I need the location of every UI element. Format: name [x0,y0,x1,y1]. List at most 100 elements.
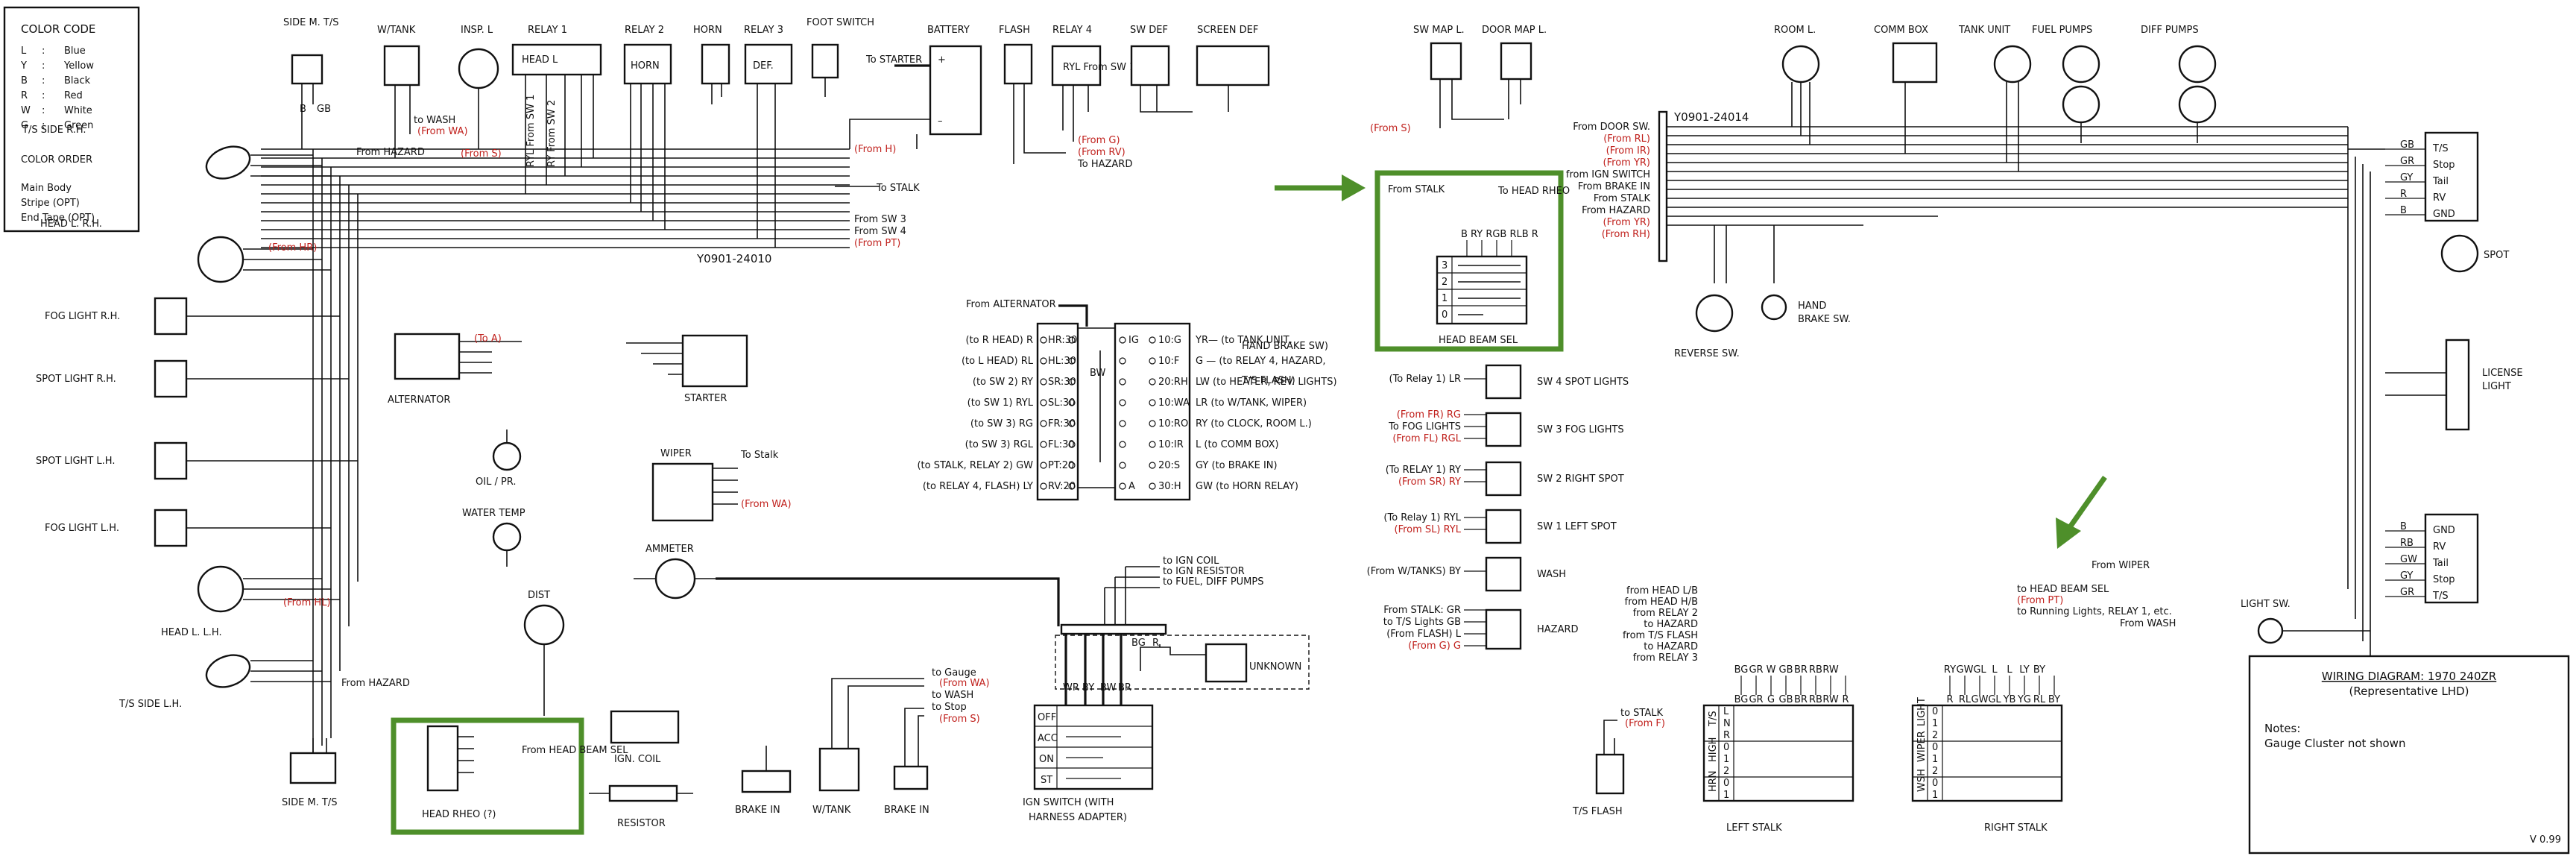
switch-input-label: (From SL) RYL [1395,524,1462,535]
right-feed-label: (From IR) [1606,145,1650,157]
switch-input-label: From STALK: GR [1383,605,1461,616]
stalk-col-label: G [1767,694,1775,705]
hbs-row: 3 [1442,260,1448,271]
harness-id: Y0901-24010 [696,252,771,265]
stalk-col-label: RL [1959,694,1972,705]
fuse-right-desc: GW (to HORN RELAY) [1196,481,1298,492]
switch-box [1485,608,1522,650]
battery-label: BATTERY [927,25,970,36]
resistor-box [608,784,678,802]
switch-input-label: (To Relay 1) RYL [1383,512,1461,523]
door-map-label: DOOR MAP L. [1482,25,1547,36]
spot-rh-label: SPOT LIGHT R.H. [36,374,116,385]
wtank-label-2: W/TANK [812,805,851,816]
stalk-col-label: RB [1809,694,1822,705]
from-hl-text: (From HL) [283,597,331,608]
stalk-row-label: 0 [1723,778,1729,789]
right-feed-label: From DOOR SW. [1573,122,1650,133]
legend-sep: : [42,90,45,101]
stalk-top-wire: BR [1794,664,1808,676]
side-marker-label: SIDE M. T/S [283,17,339,28]
stalk-grid [1702,704,1854,802]
stalk-col-label: RL [2033,694,2046,705]
water-temp-label: WATER TEMP [462,508,525,519]
wtank-box-2 [818,747,860,792]
stalk-col-label: GR [1749,694,1763,705]
head-l-lh-label: HEAD L. L.H. [161,627,222,638]
legend-color-name: Blue [64,45,86,57]
diff-pump [2178,45,2217,84]
relay2-inner-label: HORN [631,60,660,72]
spot-label: SPOT [2484,250,2509,261]
legend-code: L [21,45,27,57]
fuse-left-term: SL:30 [1048,397,1075,409]
fuse-terminal [1149,482,1156,490]
rear-pin-wire: GY [2400,570,2413,582]
rear-pin-label: RV [2433,541,2446,553]
flash-label: FLASH [999,25,1030,36]
wtank-label: W/TANK [377,25,416,36]
relay1-wire-note: RY From SW 2 [546,100,558,167]
relay2-box [623,43,672,85]
switch-label: SW 4 SPOT LIGHTS [1537,377,1629,388]
fuse-right-desc: L (to COMM BOX) [1196,439,1279,450]
ammeter-label: AMMETER [645,544,694,555]
right-feed-label: (From RH) [1602,229,1650,240]
diff-pumps-label: DIFF PUMPS [2141,25,2199,36]
wire-code: B [300,104,306,115]
sw-map-label: SW MAP L. [1413,25,1465,36]
fuse-terminal [1068,462,1076,469]
stalk-row-label: 1 [1932,754,1938,765]
rear-pin-wire: B [2400,521,2407,532]
spot-lamp [2440,234,2479,273]
stalk-note: to HEAD BEAM SEL [2017,584,2109,595]
relay4-inner-label: RYL From SW 1 [1063,62,1135,73]
battery-box [929,45,982,136]
switch-box [1485,461,1522,497]
license-label: LIGHT [2482,381,2511,392]
ts-side-lh-label: T/S SIDE L.H. [119,699,182,710]
stalk-group-label: HIGH [1708,737,1719,762]
fuse-left-desc: (to SW 3) RGL [965,439,1034,450]
rear-pin-label: T/S [2432,591,2449,602]
from-alternator-text: From ALTERNATOR [966,299,1056,310]
fuse-left-desc: (to RELAY 4, FLASH) LY [923,481,1033,492]
switch-box [1485,412,1522,447]
legend-heading: COLOR CODE [21,22,95,36]
relay3-inner-label: DEF. [753,60,774,72]
wtank-box [383,45,420,86]
legend-color-name: Green [64,120,93,131]
stalk-col-label: GB [1779,694,1793,705]
rear-pin-label: Stop [2433,574,2455,585]
ign-top-wire: BG [1131,638,1146,649]
hand-brake-label: HAND [1798,301,1826,312]
stalk-top-wire: GB [1779,664,1793,676]
fuse-right-amp: 10:WA [1158,397,1190,409]
rear-pin-wire: R [2400,189,2407,200]
stalk-row-label: R [1723,730,1730,741]
stalk-row-label: N [1723,718,1731,729]
switch-label: SW 3 FOG LIGHTS [1537,424,1624,435]
wash-target: (From S) [939,714,980,725]
fuse-terminal [1149,378,1156,386]
stalk-col-label: BR [1794,694,1808,705]
stalk-group-label: T/S [1708,711,1719,727]
right-feed-label: (From RL) [1603,133,1650,145]
green-arrow-head-2 [2056,517,2081,549]
fuel-pump [2062,45,2100,84]
harness-connector [1658,110,1668,262]
stalk-group-label: LIGHT [1916,697,1928,726]
right-feed-label: (From YR) [1603,157,1650,169]
from-hr-text: (From HR) [268,242,317,254]
reverse-sw-label: REVERSE SW. [1674,348,1740,359]
fuse-terminal [1040,441,1047,448]
light-sw [2257,617,2284,644]
rear-connector-pins: T/SGBStopGRTailGYRVRGNDBGNDBRVRBTailGWSt… [2385,139,2455,602]
right-feed-label: (From YR) [1603,217,1650,228]
relay3-label: RELAY 3 [744,25,783,36]
switch-input-label: (To Relay 1) LR [1389,374,1462,385]
switch-box [1485,509,1522,544]
screen-def-label: SCREEN DEF [1197,25,1258,36]
